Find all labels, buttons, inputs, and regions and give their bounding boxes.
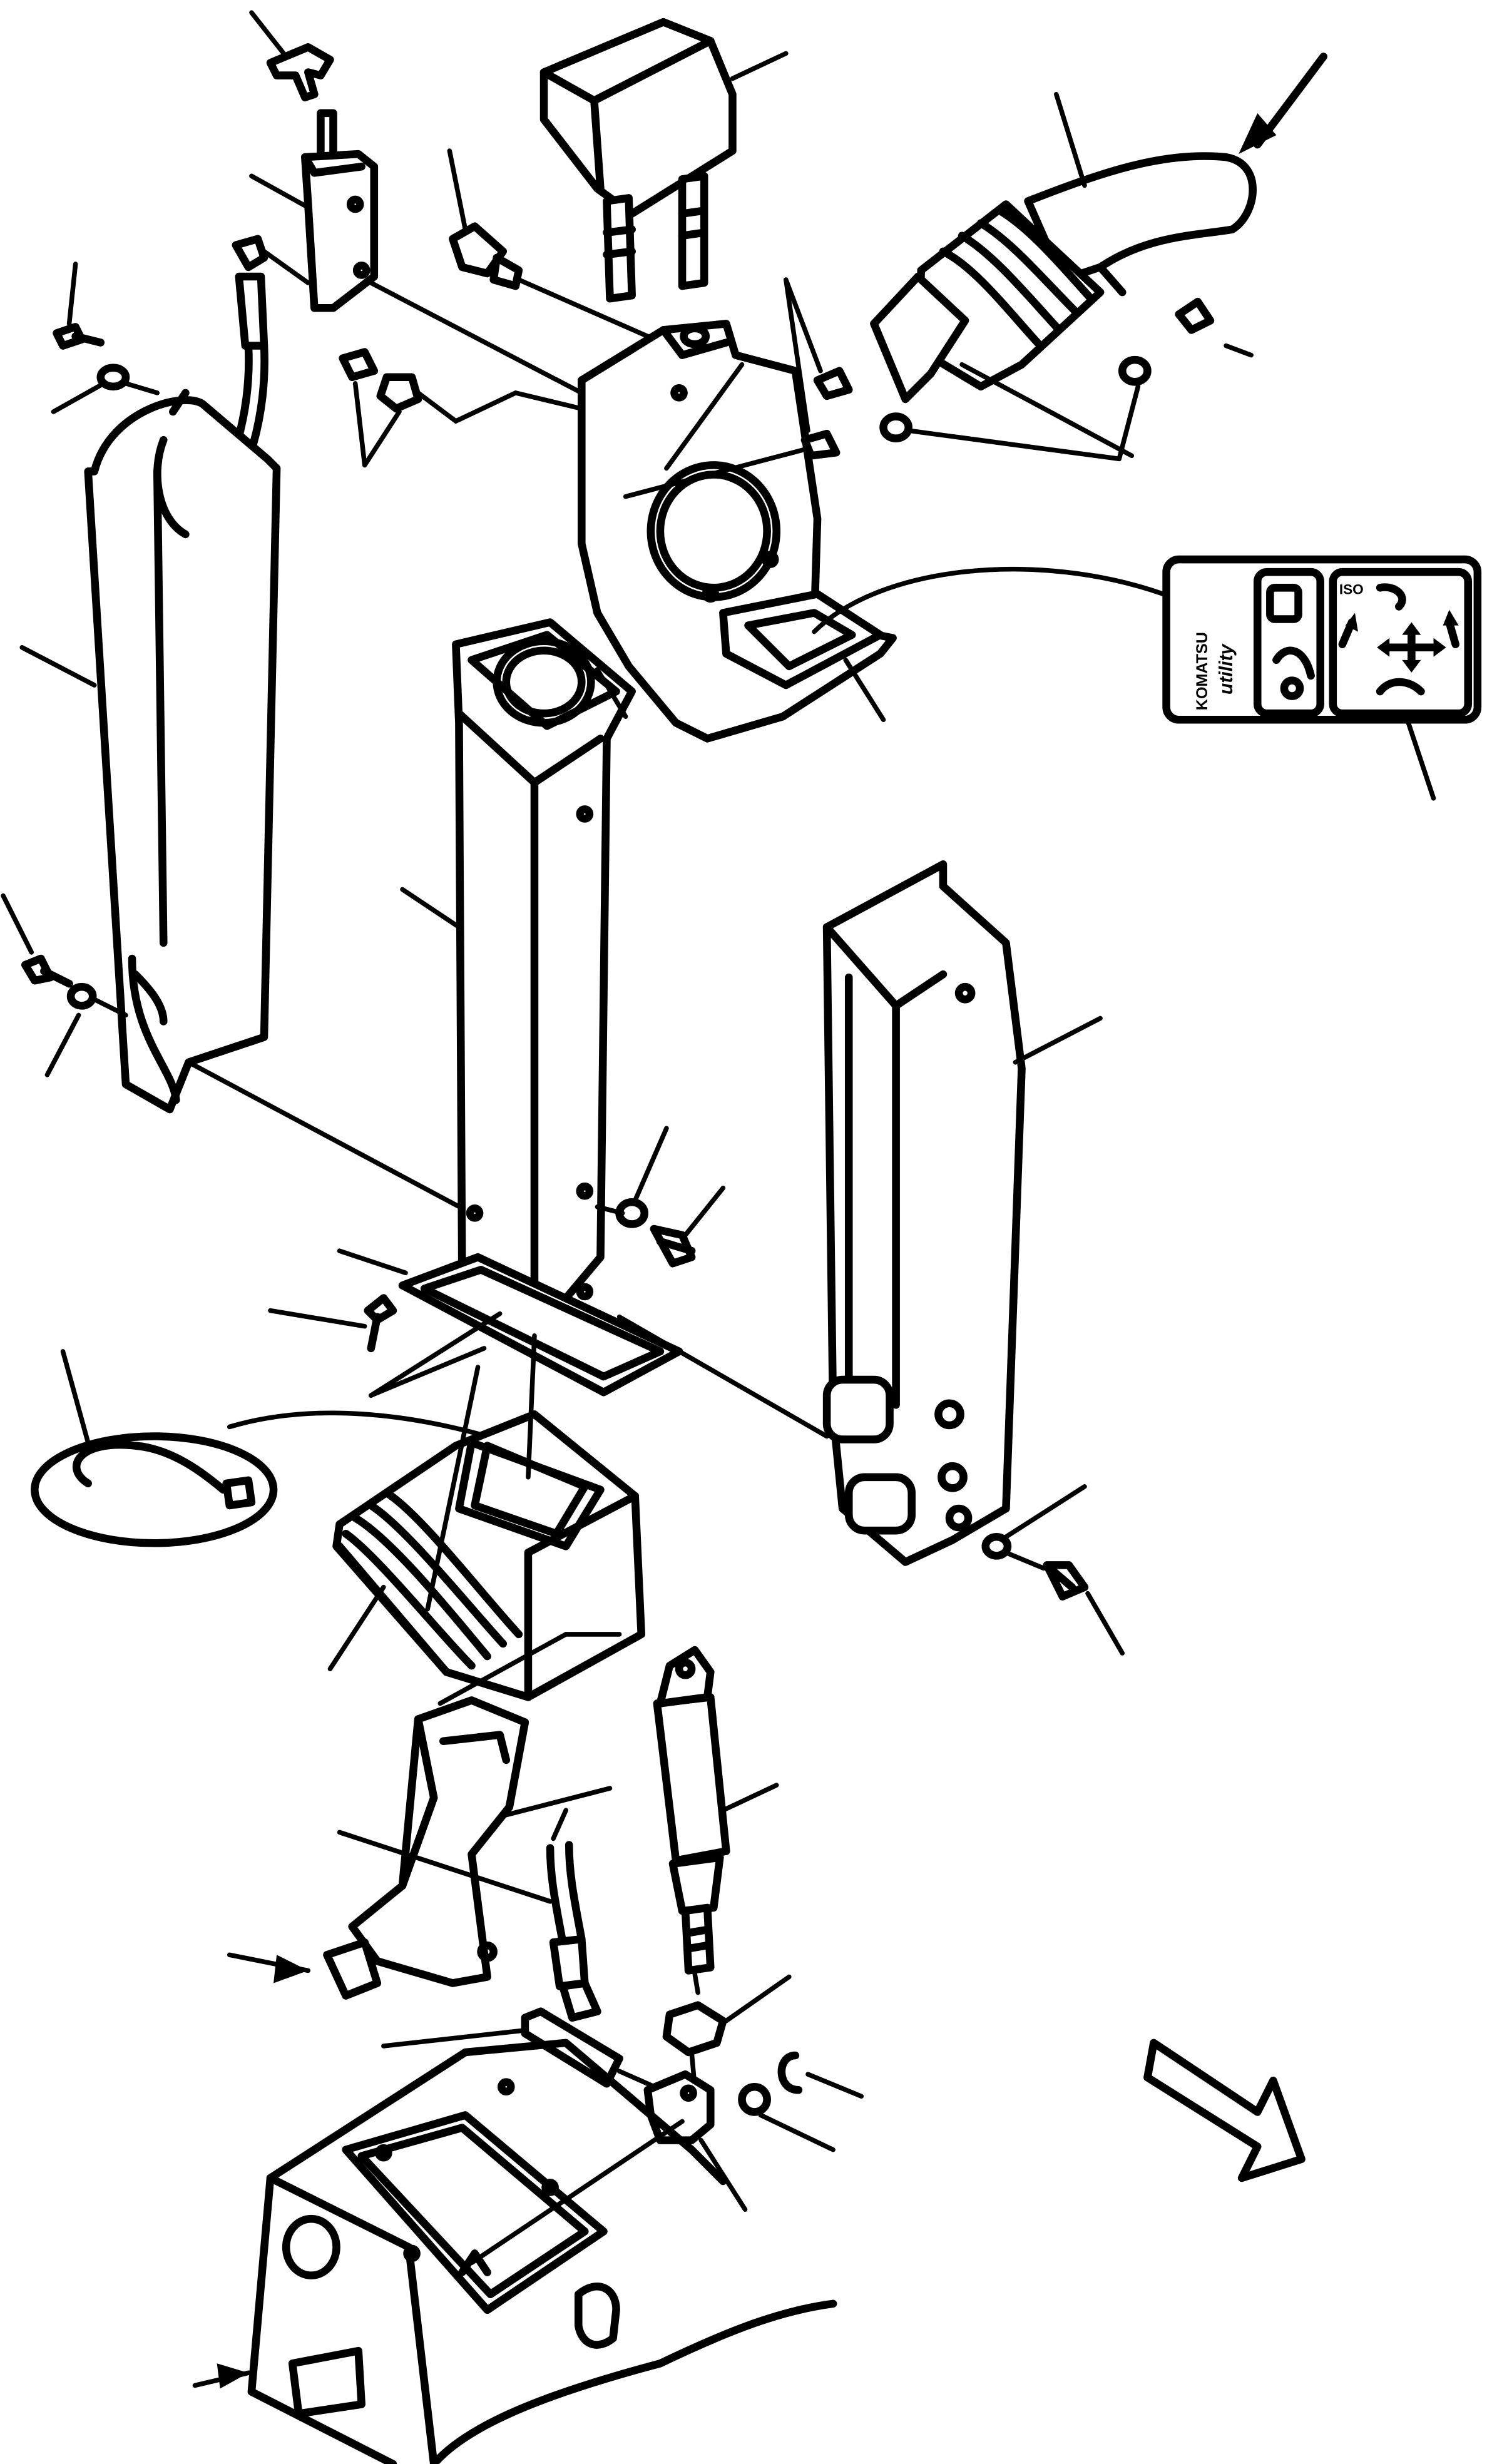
left-side-cover-part	[19, 389, 468, 1213]
right-side-cover-part	[616, 860, 1103, 1566]
joystick-screw-washers	[879, 297, 1254, 462]
control-knob-block-part	[539, 18, 789, 303]
adjust-knob-part	[447, 148, 650, 339]
console-base-part	[192, 2039, 837, 2464]
joystick-grip-part	[1024, 91, 1257, 297]
lever-knob-part	[249, 10, 337, 161]
clip-part	[381, 2007, 678, 2099]
iso-control-decal: KOMATSU utility ISO	[1162, 555, 1482, 801]
decal-brand-label: KOMATSU	[1193, 632, 1211, 710]
screw-washer-left-top	[51, 262, 160, 414]
hollow-arrow-icon	[1143, 2039, 1306, 2182]
rubber-boot-part	[327, 1333, 646, 1701]
control-column-part	[400, 618, 636, 1340]
lower-bracket-part	[227, 1632, 622, 2000]
housing-screws-part	[623, 277, 853, 499]
joystick-bellows-part	[870, 200, 1135, 459]
bolt-nut-left	[339, 348, 597, 468]
bellows-screw-part	[268, 1294, 503, 1398]
pointer-arrow-icon	[1239, 53, 1328, 155]
hose-fitting-lower	[337, 1830, 601, 2022]
cable-tie-detail	[31, 1349, 490, 1547]
gas-strut-part	[653, 1646, 779, 1975]
control-housing-part	[369, 280, 1166, 743]
screw-washer-left-mid	[1, 893, 128, 1077]
lever-bracket-part	[249, 150, 379, 312]
decal-sub-label: utility	[1216, 643, 1237, 695]
strut-nut-part	[662, 1971, 792, 2090]
washer-circlip-part	[738, 2051, 864, 2152]
right-cover-screw-washer	[981, 1484, 1125, 1656]
column-bolt-washer	[595, 1126, 726, 1268]
decal-iso-label: ISO	[1339, 581, 1364, 597]
